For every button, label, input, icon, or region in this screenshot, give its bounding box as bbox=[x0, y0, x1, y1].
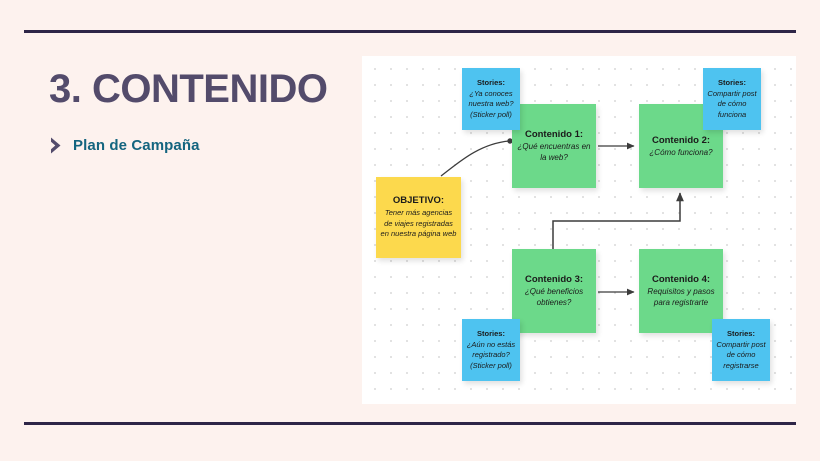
connector-contenido2-to-contenido3 bbox=[552, 192, 684, 249]
connector-layer bbox=[440, 138, 684, 296]
note-title: Stories: bbox=[727, 329, 755, 338]
note-body: ¿Cómo funciona? bbox=[649, 147, 713, 157]
subtitle-row: Plan de Campaña bbox=[49, 136, 349, 155]
divider-top bbox=[24, 30, 796, 33]
note-title: Stories: bbox=[477, 78, 505, 87]
sticky-note-story-4[interactable]: Stories: Compartir post de cómo registra… bbox=[712, 319, 770, 381]
note-title: Contenido 2: bbox=[651, 134, 711, 146]
note-body: ¿Qué encuentras en la web? bbox=[517, 142, 591, 162]
connector-objetivo-to-contenido1 bbox=[440, 138, 513, 177]
chevron-right-icon bbox=[51, 137, 61, 154]
page-title: 3. CONTENIDO bbox=[49, 67, 328, 111]
sticky-note-story-2[interactable]: Stories: Compartir post de cómo funciona bbox=[703, 68, 761, 130]
sticky-note-story-1[interactable]: Stories: ¿Ya conoces nuestra web? (Stick… bbox=[462, 68, 520, 130]
note-body: Tener más agencias de viajes registradas… bbox=[380, 208, 457, 238]
sticky-note-contenido-1[interactable]: Contenido 1: ¿Qué encuentras en la web? bbox=[512, 104, 596, 188]
note-body: ¿Aún no estás registrado? (Sticker poll) bbox=[466, 339, 516, 370]
slide-heading-block: 3. CONTENIDO Plan de Campaña bbox=[49, 66, 349, 155]
subtitle-text: Plan de Campaña bbox=[73, 137, 200, 154]
sticky-note-contenido-4[interactable]: Contenido 4: Requisitos y pasos para reg… bbox=[639, 249, 723, 333]
note-title: OBJETIVO: bbox=[392, 194, 445, 206]
note-body: Requisitos y pasos para registrarte bbox=[647, 287, 715, 307]
note-body: Compartir post de cómo registrarse bbox=[716, 339, 766, 370]
note-title: Stories: bbox=[477, 329, 505, 338]
note-title: Contenido 4: bbox=[651, 274, 711, 285]
sticky-note-objective[interactable]: OBJETIVO: Tener más agencias de viajes r… bbox=[376, 177, 461, 258]
divider-bottom bbox=[24, 422, 796, 425]
note-title: Contenido 1: bbox=[524, 129, 584, 140]
whiteboard-canvas[interactable]: OBJETIVO: Tener más agencias de viajes r… bbox=[362, 56, 796, 404]
note-body: Compartir post de cómo funciona bbox=[707, 88, 757, 119]
note-body: ¿Ya conoces nuestra web? (Sticker poll) bbox=[468, 88, 514, 119]
note-title: Stories: bbox=[718, 78, 746, 87]
note-title: Contenido 3: bbox=[524, 274, 584, 285]
sticky-note-contenido-3[interactable]: Contenido 3: ¿Qué beneficios obtienes? bbox=[512, 249, 596, 333]
sticky-note-story-3[interactable]: Stories: ¿Aún no estás registrado? (Stic… bbox=[462, 319, 520, 381]
note-body: ¿Qué beneficios obtienes? bbox=[524, 287, 584, 307]
